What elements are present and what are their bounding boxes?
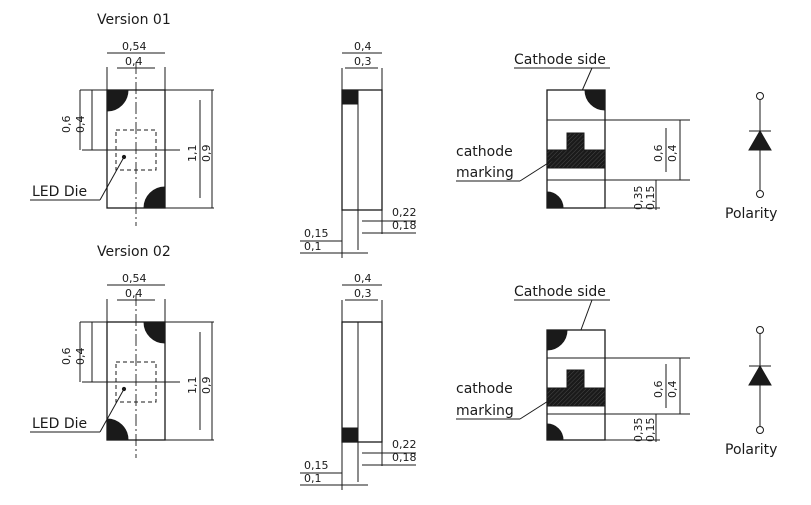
marking-dim-outer: 0,6: [652, 381, 665, 399]
marking-dim-outer: 0,6: [652, 145, 665, 163]
cathode-side-label: Cathode side: [514, 52, 606, 68]
dim-right-inner: 0,9: [200, 145, 213, 163]
side-pad: [341, 89, 359, 105]
cathode-side-label: Cathode side: [514, 284, 606, 300]
pad-bottom-right: [143, 186, 166, 209]
dim-right-inner: 0,9: [200, 377, 213, 395]
top-view: 0,54 0,4 LED Die 0,6 0,4 1,1 0,9: [30, 272, 214, 458]
dim-right-outer: 1,1: [186, 145, 199, 163]
led-die-label: LED Die: [32, 184, 87, 200]
dim-left-outer: 0,6: [60, 116, 73, 134]
version-title: Version 01: [97, 12, 171, 28]
dim-right-outer: 1,1: [186, 377, 199, 395]
dim-left-outer: 0,6: [60, 348, 73, 366]
top-view: 0,54 0,4 LED Die 0,6 0,4: [30, 40, 214, 226]
cathode-terminal: [756, 190, 764, 198]
anode-terminal: [756, 92, 764, 100]
side-dim-outer: 0,4: [354, 272, 372, 285]
marking-dim-inner: 0,4: [666, 381, 679, 399]
side-dim-inner: 0,3: [354, 55, 372, 68]
cathode-label-2: marking: [456, 165, 514, 181]
side-bottom-left-outer: 0,15: [304, 459, 329, 472]
version-01: Version 01 0,54 0,4 LED Die: [30, 12, 777, 258]
polarity-symbol: Polarity: [725, 326, 777, 458]
marking-dim-inner: 0,4: [666, 145, 679, 163]
led-die-outline: [115, 361, 157, 403]
side-bottom-right-inner: 0,18: [392, 219, 417, 232]
marking-small-outer: 0,35: [632, 418, 645, 443]
cathode-view: Cathode side cathode marking 0,6 0,4: [456, 52, 690, 210]
side-bottom-left-outer: 0,15: [304, 227, 329, 240]
marking-small-outer: 0,35: [632, 186, 645, 211]
polarity-symbol: Polarity: [725, 92, 777, 222]
side-bottom-right-inner: 0,18: [392, 451, 417, 464]
cathode-label-2: marking: [456, 403, 514, 419]
dim-width-inner: 0,4: [125, 287, 143, 300]
diode-icon: [748, 130, 772, 151]
pad-corner-top: [546, 329, 568, 351]
dim-left-inner: 0,4: [74, 116, 87, 134]
cathode-terminal: [756, 426, 764, 434]
pad-top-right: [143, 321, 166, 344]
cathode-label-1: cathode: [456, 144, 513, 160]
side-bottom-right-outer: 0,22: [392, 206, 417, 219]
side-bottom-right-outer: 0,22: [392, 438, 417, 451]
side-pad: [341, 427, 359, 443]
version-title: Version 02: [97, 244, 171, 260]
pad-corner-bottom: [546, 191, 564, 209]
dim-left-inner: 0,4: [74, 348, 87, 366]
pad-top-left: [106, 89, 129, 112]
led-die-label: LED Die: [32, 416, 87, 432]
dim-width-outer: 0,54: [122, 40, 147, 53]
cathode-marking: [546, 132, 606, 169]
side-view: 0,4 0,3 0,15 0,1 0,22 0,18: [300, 272, 417, 490]
side-dim-outer: 0,4: [354, 40, 372, 53]
anode-terminal: [756, 326, 764, 334]
dim-width-outer: 0,54: [122, 272, 147, 285]
diode-icon: [748, 365, 772, 386]
dim-width-inner: 0,4: [125, 55, 143, 68]
cathode-marking: [546, 369, 606, 407]
marking-small-inner: 0,15: [644, 186, 657, 211]
polarity-label: Polarity: [725, 206, 777, 222]
pad-corner-bottom: [546, 423, 564, 441]
marking-small-inner: 0,15: [644, 418, 657, 443]
side-bottom-left-inner: 0,1: [304, 472, 322, 485]
side-view: 0,4 0,3 0,15 0,1 0,22 0,18: [300, 40, 417, 258]
cathode-view: Cathode side cathode marking 0,6 0,4 0,3…: [456, 284, 690, 442]
led-body-side: [341, 321, 383, 443]
side-dim-inner: 0,3: [354, 287, 372, 300]
cathode-label-1: cathode: [456, 381, 513, 397]
polarity-label: Polarity: [725, 442, 777, 458]
version-02: Version 02 0,54 0,4 LED Die 0,6 0,4: [30, 244, 777, 490]
led-die-outline: [115, 129, 157, 171]
pad-corner-top: [584, 89, 606, 111]
side-bottom-left-inner: 0,1: [304, 240, 322, 253]
led-body-side: [341, 89, 383, 211]
